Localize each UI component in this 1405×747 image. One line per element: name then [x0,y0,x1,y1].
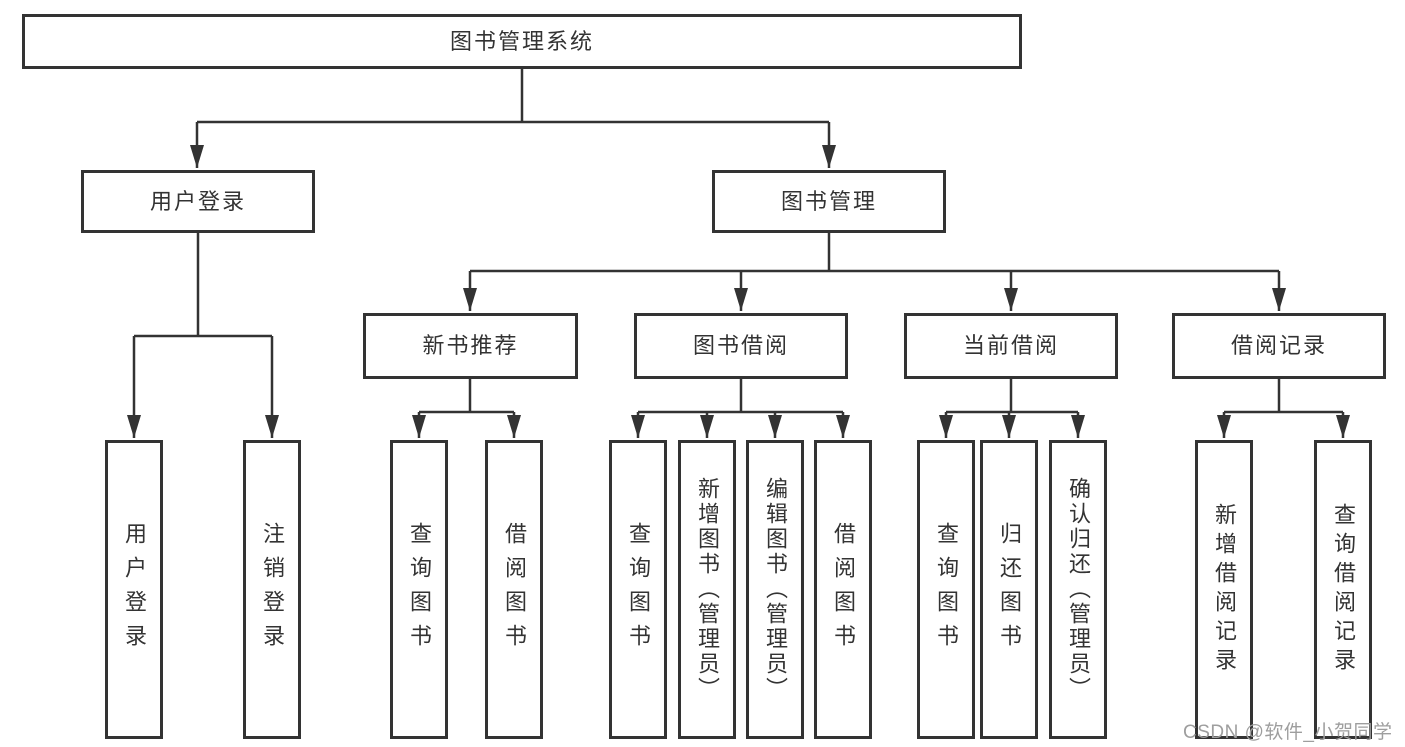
node-borrowing-records: 借阅记录 [1172,313,1386,379]
leaf-user-login: 用户登录 [105,440,163,739]
node-label: 当前借阅 [962,333,1059,358]
leaf-label: 编辑图书（管理员） [763,477,788,702]
node-label: 新书推荐 [422,333,519,358]
csdn-watermark: CSDN @软件_小贺同学 [1183,722,1393,743]
node-label: 图书管理系统 [449,28,594,54]
leaf-label: 借阅图书 [502,521,527,658]
leaf-query-books-current: 查询图书 [917,440,975,739]
leaf-label: 注销登录 [260,521,285,658]
leaf-label: 新增借阅记录 [1212,502,1237,677]
node-label: 借阅记录 [1230,333,1327,358]
node-book-borrowing: 图书借阅 [634,313,848,379]
leaf-label: 查询图书 [934,521,959,658]
leaf-label: 确认归还（管理员） [1066,477,1091,702]
leaf-query-borrow-record: 查询借阅记录 [1314,440,1372,739]
leaf-add-books-admin: 新增图书（管理员） [678,440,736,739]
node-label: 用户登录 [149,188,246,214]
leaf-confirm-return-admin: 确认归还（管理员） [1049,440,1107,739]
node-new-book-recommendation: 新书推荐 [363,313,578,379]
leaf-label: 用户登录 [122,521,147,658]
leaf-logout: 注销登录 [243,440,301,739]
leaf-edit-books-admin: 编辑图书（管理员） [746,440,804,739]
leaf-borrow-books-borrowing: 借阅图书 [814,440,872,739]
leaf-label: 查询图书 [407,521,432,658]
node-book-management: 图书管理 [712,170,946,233]
leaf-label: 新增图书（管理员） [695,477,720,702]
leaf-label: 查询图书 [626,521,651,658]
node-label: 图书管理 [780,188,877,214]
leaf-label: 归还图书 [997,521,1022,658]
node-user-login: 用户登录 [81,170,315,233]
leaf-return-books: 归还图书 [980,440,1038,739]
node-current-borrowing: 当前借阅 [904,313,1118,379]
leaf-label: 借阅图书 [831,521,856,658]
leaf-borrow-books-newbooks: 借阅图书 [485,440,543,739]
node-library-management-system: 图书管理系统 [22,14,1022,69]
leaf-label: 查询借阅记录 [1331,502,1356,677]
leaf-query-books-newbooks: 查询图书 [390,440,448,739]
node-label: 图书借阅 [692,333,789,358]
leaf-query-books-borrowing: 查询图书 [609,440,667,739]
leaf-add-borrow-record: 新增借阅记录 [1195,440,1253,739]
